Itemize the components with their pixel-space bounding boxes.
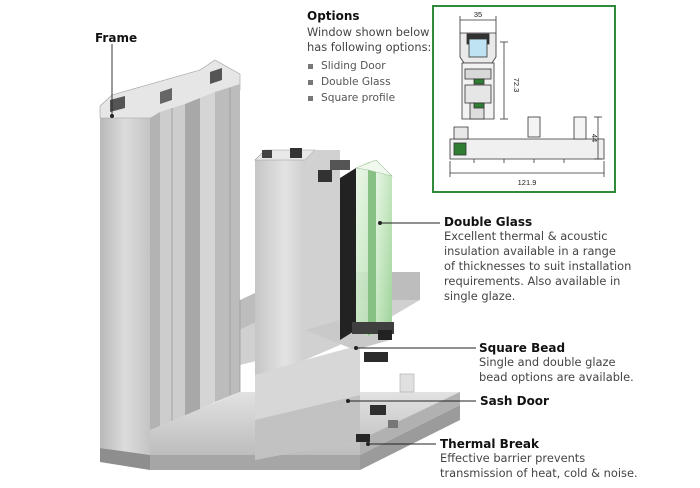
square-bead-desc-line-2: bead options are available. [479,370,634,384]
sash-door-callout: Sash Door [480,394,549,408]
dimension-width-top: 35 [474,10,482,19]
options-title: Options [307,9,360,23]
option-item-sliding-door: Sliding Door [307,58,431,74]
sash-door-title: Sash Door [480,394,549,408]
square-bead-title: Square Bead [479,341,566,355]
double-glass-desc-line-1: Excellent thermal & acoustic [444,229,608,243]
double-glass-desc-line-3: of thicknesses to suit installation [444,259,632,273]
frame-jamb [99,59,241,455]
double-glass-desc-line-2: insulation available in a range [444,244,616,258]
options-list: Sliding Door Double Glass Square profile [307,58,431,106]
thermal-break-title: Thermal Break [440,437,539,451]
cross-section-drawing: 35 72.3 44 121.9 [449,10,605,187]
dimension-height-mid: 72.3 [512,78,521,93]
thermal-break-desc-line-2: transmission of heat, cold & noise. [440,466,638,480]
double-glass-title: Double Glass [444,215,533,229]
double-glass-desc-line-4: requirements. Also available in [444,274,621,288]
dimension-width-bottom: 121.9 [518,178,537,187]
thermal-break-detail [356,352,398,442]
dimension-height-right: 44 [590,134,599,142]
thermal-break-desc-line-1: Effective barrier prevents [440,451,586,465]
double-glass-unit [340,159,394,340]
sash-door [254,148,390,460]
options-desc-line-1: Window shown below [307,25,430,39]
option-item-double-glass: Double Glass [307,74,431,90]
frame-label: Frame [95,31,138,45]
double-glass-callout: Double Glass Excellent thermal & acousti… [444,215,631,304]
cross-section-inset: 35 72.3 44 121.9 [432,5,616,193]
double-glass-desc-line-5: single glaze. [444,289,516,303]
thermal-break-callout: Thermal Break Effective barrier prevents… [440,437,638,481]
square-bead-callout: Square Bead Single and double glaze bead… [479,341,634,385]
square-bead-desc-line-1: Single and double glaze [479,355,616,369]
options-desc-line-2: has following options: [307,40,432,54]
option-item-square-profile: Square profile [307,90,431,106]
options-block: Options Window shown below has following… [307,9,431,106]
